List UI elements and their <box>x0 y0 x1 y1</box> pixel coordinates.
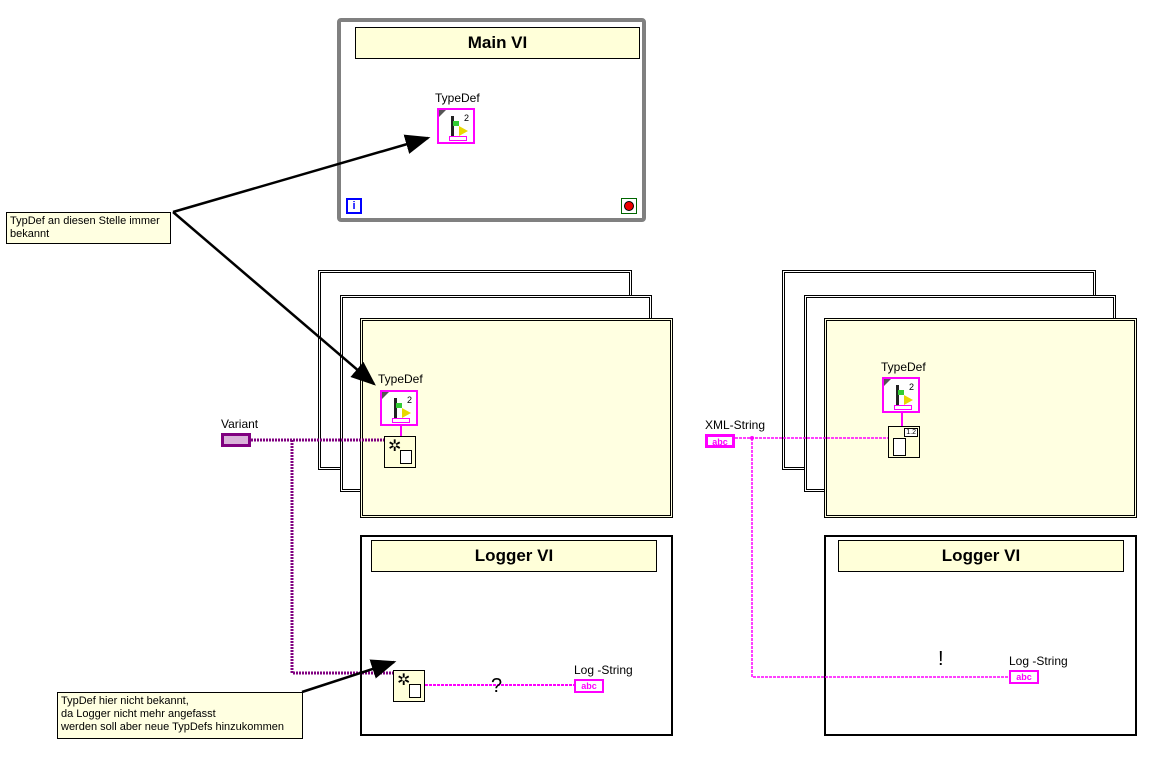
arrow-to-main-typedef <box>172 134 431 214</box>
variant-to-data-node[interactable]: ✲ <box>384 436 416 468</box>
left-question-mark: ? <box>491 675 503 697</box>
right-typedef-label: TypeDef <box>881 360 926 374</box>
left-logger-title: Logger VI <box>371 540 657 572</box>
main-typedef-constant[interactable]: 2 <box>437 108 475 144</box>
variant-wire <box>251 438 393 675</box>
arrow-to-logger-node <box>301 659 397 694</box>
comment-typedef-unknown: TypDef hier nicht bekannt, da Logger nic… <box>57 692 303 739</box>
variant-label: Variant <box>221 417 259 431</box>
right-log-string-label: Log -String <box>1009 654 1068 668</box>
comment-typedef-known: TypDef an diesen Stelle immer bekannt <box>6 212 171 244</box>
arrow-to-case-typedef <box>172 211 376 386</box>
left-typedef-label: TypeDef <box>378 372 423 386</box>
right-log-string-indicator[interactable]: abc <box>1009 670 1039 684</box>
logger-variant-to-data-node[interactable]: ✲ <box>393 670 425 702</box>
left-log-string-label: Log -String <box>574 663 633 677</box>
unflatten-from-xml-node[interactable]: 1.2 <box>888 426 920 458</box>
wire-junction <box>750 436 754 440</box>
loop-iteration-icon: i <box>346 198 362 214</box>
right-exclamation-mark: ! <box>938 648 944 670</box>
gear-icon: ✲ <box>388 438 402 455</box>
xml-string-wire <box>735 437 1009 678</box>
main-typedef-label: TypeDef <box>435 91 480 105</box>
stop-icon[interactable] <box>621 198 637 214</box>
main-while-loop[interactable] <box>337 18 646 222</box>
right-case-structure[interactable] <box>824 318 1137 518</box>
left-typedef-constant[interactable]: 2 <box>380 390 418 426</box>
xml-doc-icon <box>893 438 906 456</box>
main-vi-title: Main VI <box>355 27 640 59</box>
xml-string-label: XML-String <box>705 418 766 432</box>
gear-icon: ✲ <box>397 672 411 689</box>
right-logger-title: Logger VI <box>838 540 1124 572</box>
xml-string-control[interactable]: abc <box>705 434 735 448</box>
right-typedef-constant[interactable]: 2 <box>882 377 920 413</box>
variant-control[interactable] <box>221 433 251 447</box>
left-log-string-indicator[interactable]: abc <box>574 679 604 693</box>
